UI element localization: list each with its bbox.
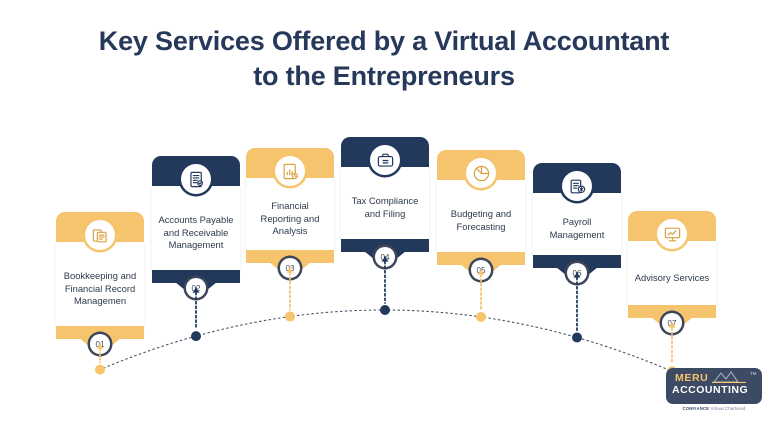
connector-arrow-up-icon bbox=[573, 273, 581, 278]
connector-arrow-up-icon bbox=[192, 288, 200, 293]
connector-arrow-up-icon bbox=[668, 323, 676, 328]
connector-node-dot bbox=[380, 305, 390, 316]
connector-node-dot bbox=[191, 331, 201, 342]
service-card-07[interactable]: Advisory Services07 bbox=[628, 211, 716, 339]
tax-briefcase-icon bbox=[370, 145, 400, 175]
card-label: Tax Compliance and Filing bbox=[351, 195, 419, 219]
card-label: Budgeting and Forecasting bbox=[450, 208, 512, 232]
card-label: Payroll Management bbox=[549, 216, 605, 240]
card-body: Tax Compliance and Filing bbox=[341, 167, 429, 239]
connector-node-dot bbox=[95, 364, 105, 375]
books-stack-icon bbox=[85, 220, 115, 250]
card-banner bbox=[56, 212, 144, 250]
card-label: Advisory Services bbox=[634, 271, 710, 283]
connector-arrow-up-icon bbox=[286, 268, 294, 273]
mountain-icon bbox=[712, 371, 746, 383]
brand-logo: MERU ACCOUNTING TM CONFIANCE Virtual Cha… bbox=[666, 368, 762, 411]
logo-tagline-bold: CONFIANCE bbox=[682, 406, 710, 411]
report-chart-icon bbox=[275, 156, 305, 186]
connector-node-dot bbox=[476, 311, 486, 322]
card-body: Budgeting and Forecasting bbox=[437, 180, 525, 252]
advisory-presentation-icon bbox=[657, 219, 687, 249]
card-body: Bookkeeping and Financial Record Managem… bbox=[56, 242, 144, 326]
title-line-2: to the Entrepreneurs bbox=[253, 61, 515, 92]
connector-arrow-up-icon bbox=[96, 344, 104, 349]
connector-node-dot bbox=[572, 332, 582, 343]
connector-node-dot bbox=[285, 311, 295, 322]
service-card-02[interactable]: Accounts Payable and Receivable Manageme… bbox=[152, 156, 240, 304]
card-footer-bar bbox=[628, 305, 716, 318]
logo-name-meru: MERU bbox=[675, 372, 709, 384]
card-banner bbox=[437, 150, 525, 188]
page-title: Key Services Offered by a Virtual Accoun… bbox=[0, 24, 768, 94]
logo-tagline: CONFIANCE Virtual Chartered bbox=[666, 406, 762, 411]
logo-trademark: TM bbox=[750, 371, 757, 376]
logo-plate: MERU ACCOUNTING TM bbox=[666, 368, 762, 404]
invoice-document-icon bbox=[181, 164, 211, 194]
title-line-1: Key Services Offered by a Virtual Accoun… bbox=[98, 26, 670, 56]
payroll-money-icon bbox=[562, 171, 592, 201]
card-footer-bar bbox=[246, 250, 334, 263]
card-body: Advisory Services bbox=[628, 241, 716, 305]
card-banner bbox=[533, 163, 621, 201]
card-body: Accounts Payable and Receivable Manageme… bbox=[152, 186, 240, 270]
card-footer-bar bbox=[533, 255, 621, 268]
card-label: Accounts Payable and Receivable Manageme… bbox=[158, 213, 234, 251]
card-banner bbox=[341, 137, 429, 175]
card-footer-bar bbox=[56, 326, 144, 339]
pie-chart-icon bbox=[466, 158, 496, 188]
card-body: Payroll Management bbox=[533, 193, 621, 255]
connector-arrow-up-icon bbox=[477, 270, 485, 275]
card-footer-bar bbox=[437, 252, 525, 265]
card-banner bbox=[246, 148, 334, 186]
service-card-04[interactable]: Tax Compliance and Filing04 bbox=[341, 137, 429, 273]
card-body: Financial Reporting and Analysis bbox=[246, 178, 334, 250]
card-footer-bar bbox=[152, 270, 240, 283]
service-card-05[interactable]: Budgeting and Forecasting05 bbox=[437, 150, 525, 286]
logo-name-accounting: ACCOUNTING bbox=[672, 384, 749, 396]
card-label: Financial Reporting and Analysis bbox=[260, 199, 320, 237]
card-footer-bar bbox=[341, 239, 429, 252]
logo-tagline-rest: Virtual Chartered bbox=[710, 406, 746, 411]
connector-arrow-up-icon bbox=[381, 257, 389, 262]
card-label: Bookkeeping and Financial Record Managem… bbox=[63, 269, 137, 307]
card-banner bbox=[152, 156, 240, 194]
card-banner bbox=[628, 211, 716, 249]
